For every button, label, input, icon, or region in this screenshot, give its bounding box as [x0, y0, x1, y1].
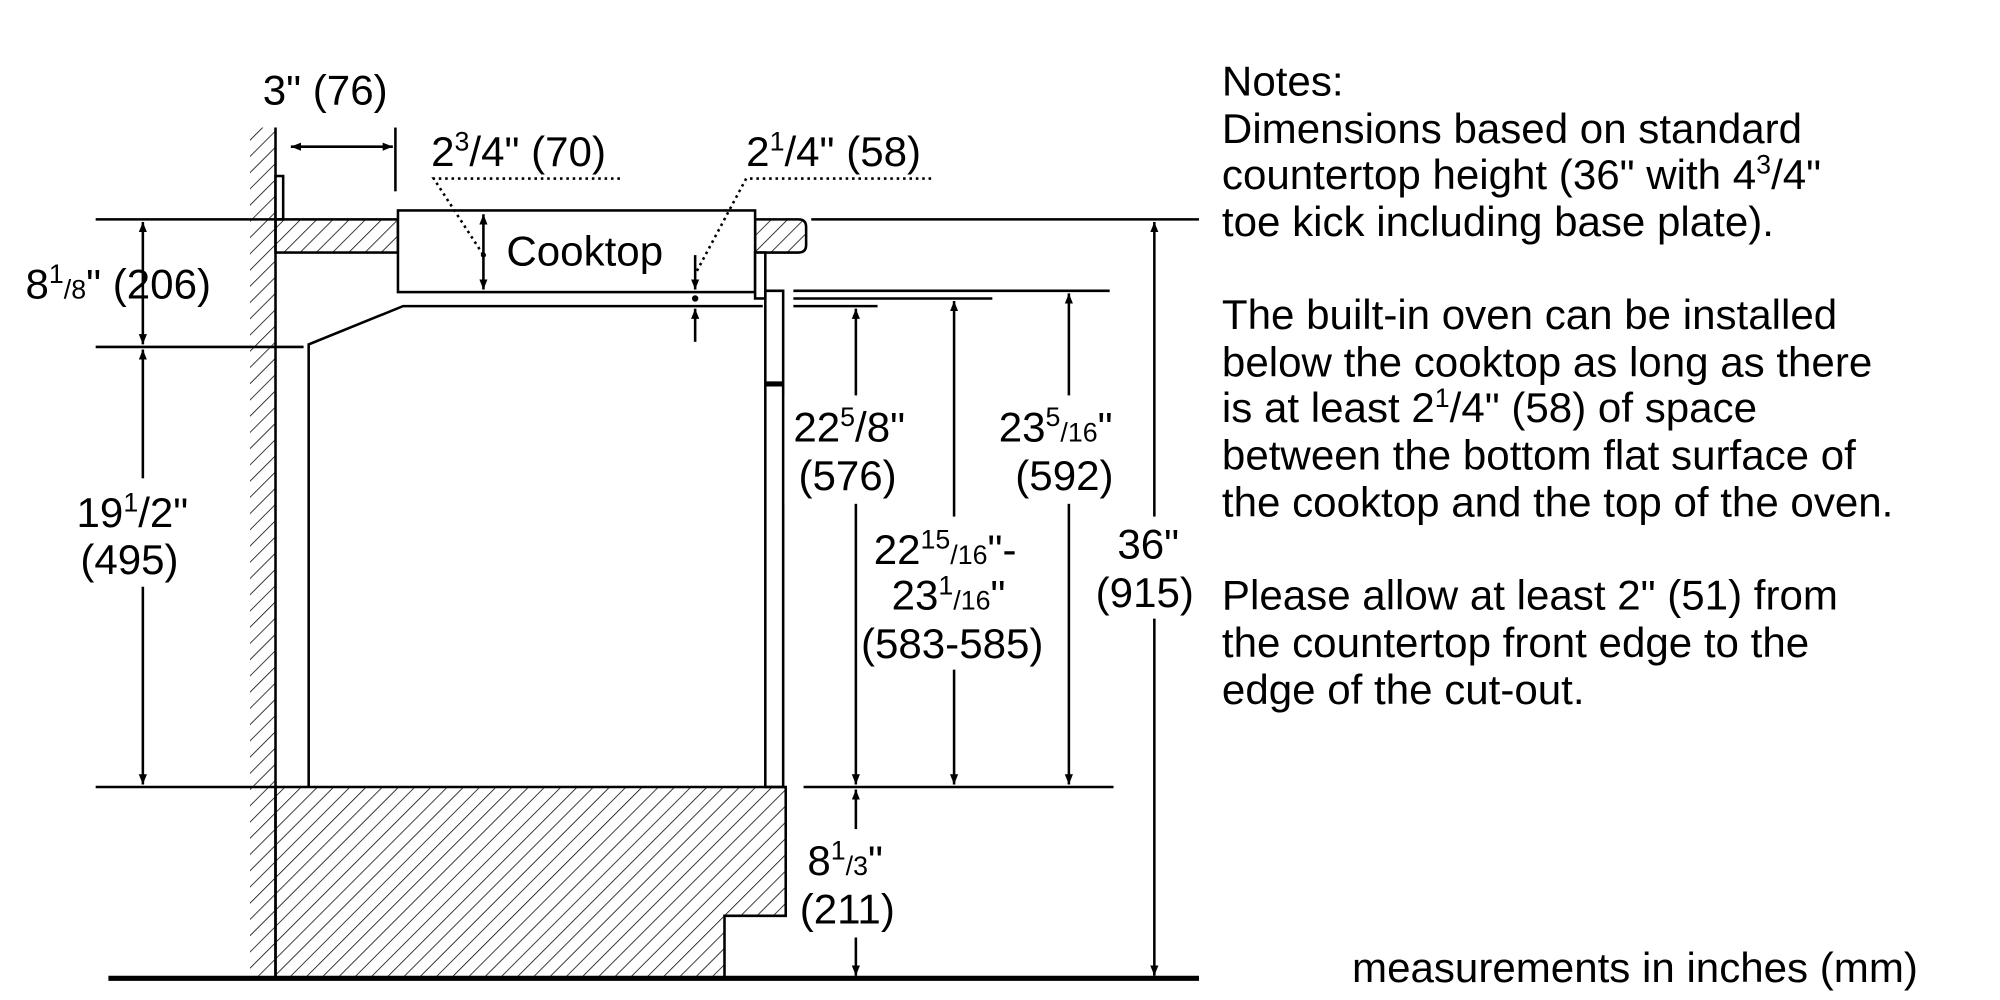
svg-text:Dimensions based on standard: Dimensions based on standard	[1222, 105, 1802, 152]
backsplash	[274, 174, 285, 221]
svg-text:The built-in oven can be insta: The built-in oven can be installed	[1222, 291, 1837, 338]
notes: Notes: Dimensions based on standard coun…	[1222, 58, 1893, 713]
svg-text:toe kick including base plate): toe kick including base plate).	[1222, 198, 1774, 245]
oven-outline	[307, 304, 763, 787]
svg-text:between the bottom flat surfac: between the bottom flat surface of	[1222, 431, 1856, 478]
cooktop-height-leader	[431, 177, 620, 256]
svg-text:the countertop front edge to t: the countertop front edge to the	[1222, 619, 1809, 666]
oven-b-label-2: 231/16"	[892, 570, 1006, 618]
oven-c-label: 235/16"	[999, 402, 1113, 450]
svg-text:Please allow at least 2" (51): Please allow at least 2" (51) from	[1222, 572, 1838, 619]
svg-text:Notes:: Notes:	[1222, 58, 1344, 105]
cooktop-trim	[753, 251, 767, 300]
gap-leader	[694, 177, 932, 275]
backsplash-label: 3" (76)	[263, 67, 388, 114]
gap-label: 21/4" (58)	[746, 127, 921, 175]
oven-a-mm: (576)	[798, 452, 896, 499]
countertop-rear	[274, 218, 400, 254]
countertop-front	[753, 218, 808, 254]
total-height-mm: (915)	[1096, 569, 1194, 616]
oven-c-mm: (592)	[1015, 452, 1113, 499]
oven-door	[764, 289, 785, 789]
svg-text:the cooktop and the top of the: the cooktop and the top of the oven.	[1222, 479, 1893, 526]
base-mm: (211)	[800, 885, 895, 932]
svg-text:countertop height (36" with 43: countertop height (36" with 43/4"	[1222, 149, 1821, 197]
oven-b-mm: (583-585)	[861, 620, 1043, 667]
svg-text:edge of the cut-out.: edge of the cut-out.	[1222, 666, 1585, 713]
oven-left-mm: (495)	[80, 536, 178, 583]
svg-text:below the cooktop as long as t: below the cooktop as long as there	[1222, 338, 1872, 385]
base-label: 81/3"	[807, 836, 883, 884]
oven-left-label: 191/2"	[77, 487, 189, 535]
wall	[250, 127, 276, 979]
oven-a-label: 225/8"	[793, 402, 905, 450]
units-note: measurements in inches (mm)	[1352, 944, 1918, 991]
oven-b-label: 2215/16"-	[874, 524, 1017, 572]
cooktop-height-label: 23/4" (70)	[431, 127, 606, 175]
counter-depth-label: 81/8" (206)	[26, 259, 211, 307]
total-height-label: 36"	[1117, 521, 1179, 568]
svg-text:is at least 21/4" (58) of spac: is at least 21/4" (58) of space	[1222, 383, 1757, 431]
base-cabinet	[274, 785, 787, 980]
cooktop-label: Cooktop	[506, 227, 663, 274]
